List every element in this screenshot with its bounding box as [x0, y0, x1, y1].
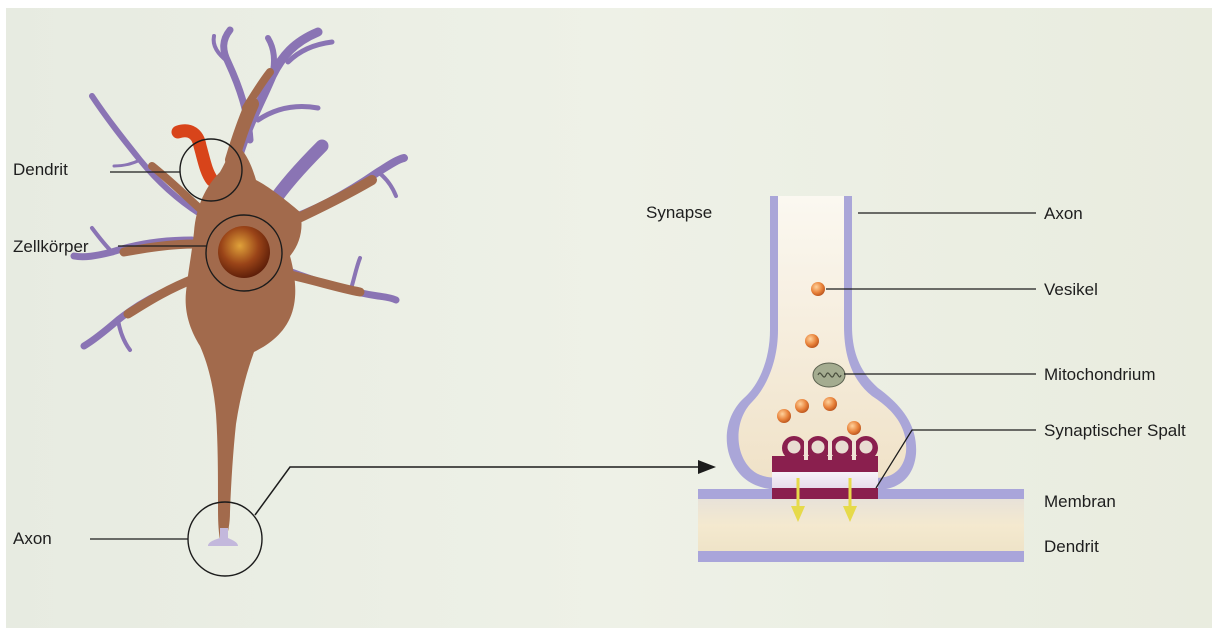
vesicle: [805, 334, 819, 348]
label-axon-synapse: Axon: [1044, 205, 1083, 222]
label-dendrit: Dendrit: [13, 161, 68, 178]
release-sites: [772, 436, 878, 472]
vesicle: [811, 282, 825, 296]
page-background: [6, 8, 1212, 628]
label-synaptischer-spalt: Synaptischer Spalt: [1044, 422, 1186, 439]
label-vesikel: Vesikel: [1044, 281, 1098, 298]
label-dendrit-synapse: Dendrit: [1044, 538, 1099, 555]
vesicle: [823, 397, 837, 411]
label-mitochondrium: Mitochondrium: [1044, 366, 1156, 383]
label-synapse: Synapse: [646, 204, 712, 221]
vesicle: [795, 399, 809, 413]
mitochondrion: [813, 363, 845, 387]
synaptic-cleft: [772, 472, 878, 488]
vesicle: [777, 409, 791, 423]
label-axon-neuron: Axon: [13, 530, 52, 547]
nucleus: [218, 226, 270, 278]
label-zellkoerper: Zellkörper: [13, 238, 89, 255]
dendrite-lower-membrane: [698, 551, 1024, 562]
vesicle: [847, 421, 861, 435]
label-membran: Membran: [1044, 493, 1116, 510]
postsynaptic-receptor-zone: [772, 488, 878, 499]
